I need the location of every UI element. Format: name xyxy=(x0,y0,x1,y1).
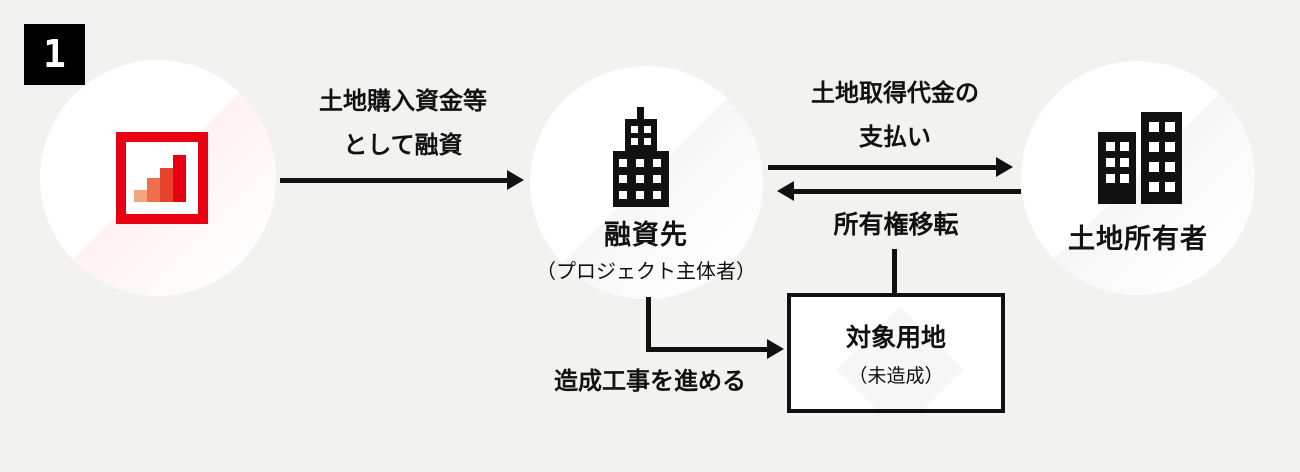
development-arrow-head xyxy=(767,339,784,359)
city-buildings-icon xyxy=(1098,112,1182,204)
landowner-label: 土地所有者 xyxy=(1068,224,1208,254)
loan-label-line1: 土地購入資金等 xyxy=(319,88,487,115)
payment-label-line2: 支払い xyxy=(859,124,931,151)
bank-logo-icon xyxy=(116,132,208,224)
target-land-subtitle: （未造成） xyxy=(848,366,944,387)
step-number-badge: 1 xyxy=(24,24,85,85)
transfer-arrow-label: 所有権移転 xyxy=(833,211,959,239)
lender-node xyxy=(40,60,276,296)
loan-arrow-head xyxy=(507,170,524,190)
target-land-title: 対象用地 xyxy=(845,324,946,352)
logo-bar-1 xyxy=(134,190,147,202)
development-arrow-vline xyxy=(646,297,651,352)
payment-label-line1: 土地取得代金の xyxy=(811,80,979,107)
payment-arrow-head xyxy=(996,157,1013,177)
logo-bar-2 xyxy=(147,178,160,202)
borrower-sublabel: （プロジェクト主体者） xyxy=(536,261,756,283)
logo-bar-4 xyxy=(173,155,186,202)
loan-arrow-label: 土地購入資金等 として融資 xyxy=(288,80,518,168)
loan-label-line2: として融資 xyxy=(343,132,463,159)
borrower-label: 融資先 xyxy=(604,220,688,250)
transfer-connector-line xyxy=(892,249,897,295)
logo-bar-3 xyxy=(160,168,173,202)
payment-arrow-label: 土地取得代金の 支払い xyxy=(780,72,1010,160)
payment-arrow-line xyxy=(768,165,997,170)
transfer-arrow-line xyxy=(793,189,1021,194)
target-land-box: 対象用地 （未造成） xyxy=(787,293,1005,413)
development-arrow-hline xyxy=(646,347,768,352)
development-arrow-label: 造成工事を進める xyxy=(554,368,746,395)
office-building-icon xyxy=(613,107,669,207)
transfer-arrow-head xyxy=(777,181,794,201)
loan-arrow-line xyxy=(280,178,507,183)
landowner-node xyxy=(1021,61,1255,295)
